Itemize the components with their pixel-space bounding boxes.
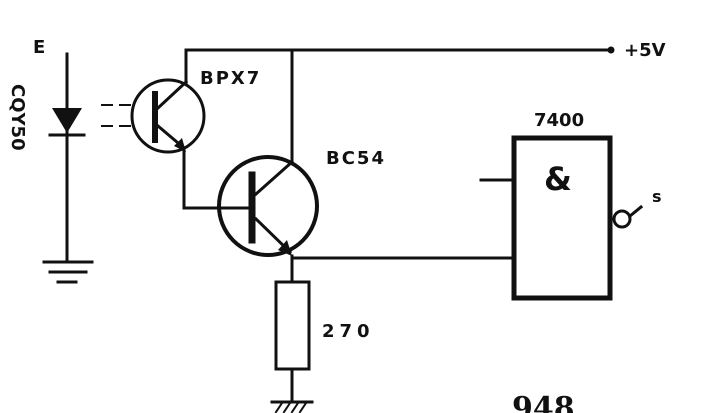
- output-label: s: [652, 187, 662, 206]
- transistor-label: BC54: [326, 148, 386, 169]
- gate-symbol: &: [544, 160, 572, 198]
- inverter-bubble-icon: [612, 209, 632, 229]
- chassis-ground-icon: [270, 400, 314, 413]
- phototransistor-icon: [130, 78, 206, 154]
- led-e-label: E: [33, 37, 45, 58]
- nand-gate-icon: [511, 135, 613, 301]
- led-diode-icon: [52, 108, 82, 133]
- phototransistor-label: BPX7: [200, 68, 261, 89]
- gate-output-wire: [627, 204, 644, 219]
- resistor-label: 270: [322, 321, 375, 342]
- gate-part-label: 7400: [534, 110, 584, 131]
- resistor-icon: [274, 280, 311, 371]
- supply-label: +5V: [624, 40, 666, 61]
- figure-number: 948: [512, 391, 575, 413]
- light-rays-icon: [101, 104, 131, 127]
- photo-emitter-wire: [182, 148, 252, 210]
- transistor-icon: [217, 155, 319, 257]
- ground-icon: [42, 260, 94, 284]
- supply-terminal: [607, 46, 615, 54]
- led-part-label: CQY50: [7, 84, 28, 151]
